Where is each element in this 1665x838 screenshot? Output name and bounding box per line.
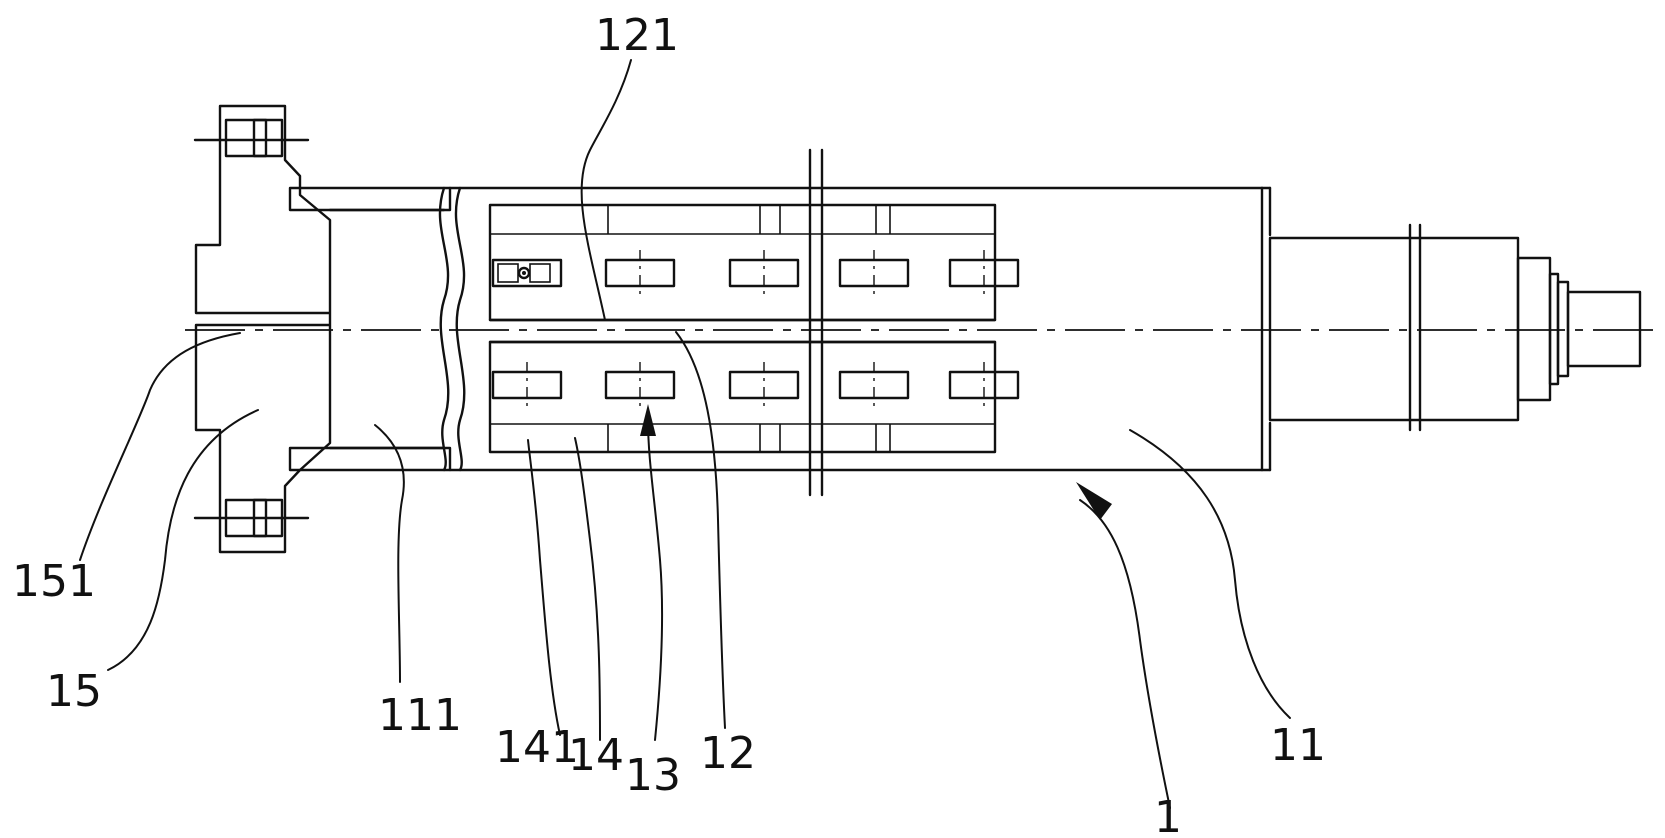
inner-cartridge — [490, 205, 995, 452]
label-15: 15 — [46, 666, 102, 717]
tube-body-11 — [450, 188, 1270, 470]
label-151: 151 — [12, 556, 96, 607]
label-1: 1 — [1154, 792, 1182, 838]
label-12: 12 — [700, 728, 756, 779]
cavity-111 — [330, 188, 464, 470]
arrow-13 — [640, 404, 656, 436]
break-lines — [810, 150, 822, 495]
leader-lines — [80, 60, 1290, 808]
label-111: 111 — [378, 690, 462, 741]
shaft-end — [1270, 225, 1640, 430]
slots-lower — [493, 362, 1018, 408]
sleeve-wall — [290, 188, 450, 470]
label-13: 13 — [625, 750, 681, 801]
label-141: 141 — [495, 722, 579, 773]
label-14: 14 — [568, 730, 624, 781]
flange-15 — [195, 106, 330, 552]
label-121: 121 — [595, 10, 679, 61]
label-11: 11 — [1270, 720, 1326, 771]
slots-upper — [493, 250, 1018, 296]
